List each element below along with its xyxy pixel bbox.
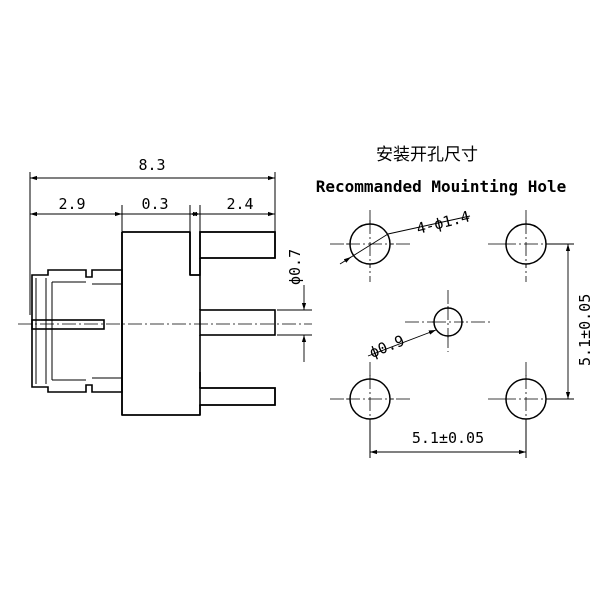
dim-hole-pattern-label: 4-ϕ1.4 [415, 207, 472, 238]
hole-pattern: 4-ϕ1.4 ϕ0.9 5.1±0.05 5.1±0.05 [330, 207, 594, 458]
dim-overall-label: 8.3 [138, 156, 165, 174]
bottom-leg [199, 387, 276, 406]
dim-rear-label: 2.4 [226, 195, 253, 213]
dim-center-hole-label: ϕ0.9 [367, 331, 407, 361]
dim-vertical-spacing-label: 5.1±0.05 [576, 294, 594, 366]
contact-pin [31, 319, 105, 330]
top-leg [199, 231, 276, 259]
middle-pin [199, 309, 276, 336]
dim-horizontal-spacing-label: 5.1±0.05 [412, 429, 484, 447]
title-english: Recommanded Mouinting Hole [316, 177, 566, 196]
dim-front-label: 2.9 [58, 195, 85, 213]
dim-pin-diameter-label: ϕ0.7 [286, 249, 304, 285]
side-view: 8.3 2.9 0.3 2.4 [18, 156, 312, 416]
dim-gap-label: 0.3 [141, 195, 168, 213]
title-chinese: 安装开孔尺寸 [376, 145, 478, 165]
